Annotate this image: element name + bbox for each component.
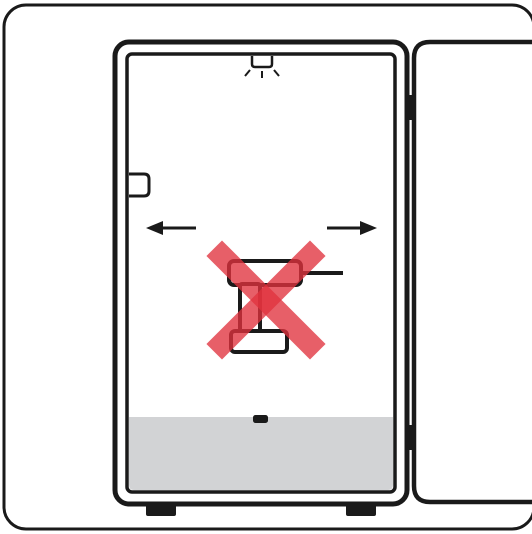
side-door-panel: [414, 42, 532, 502]
tray-slot: [253, 415, 268, 423]
door-latch-icon: [129, 174, 149, 196]
bottom-tray: [129, 417, 393, 490]
